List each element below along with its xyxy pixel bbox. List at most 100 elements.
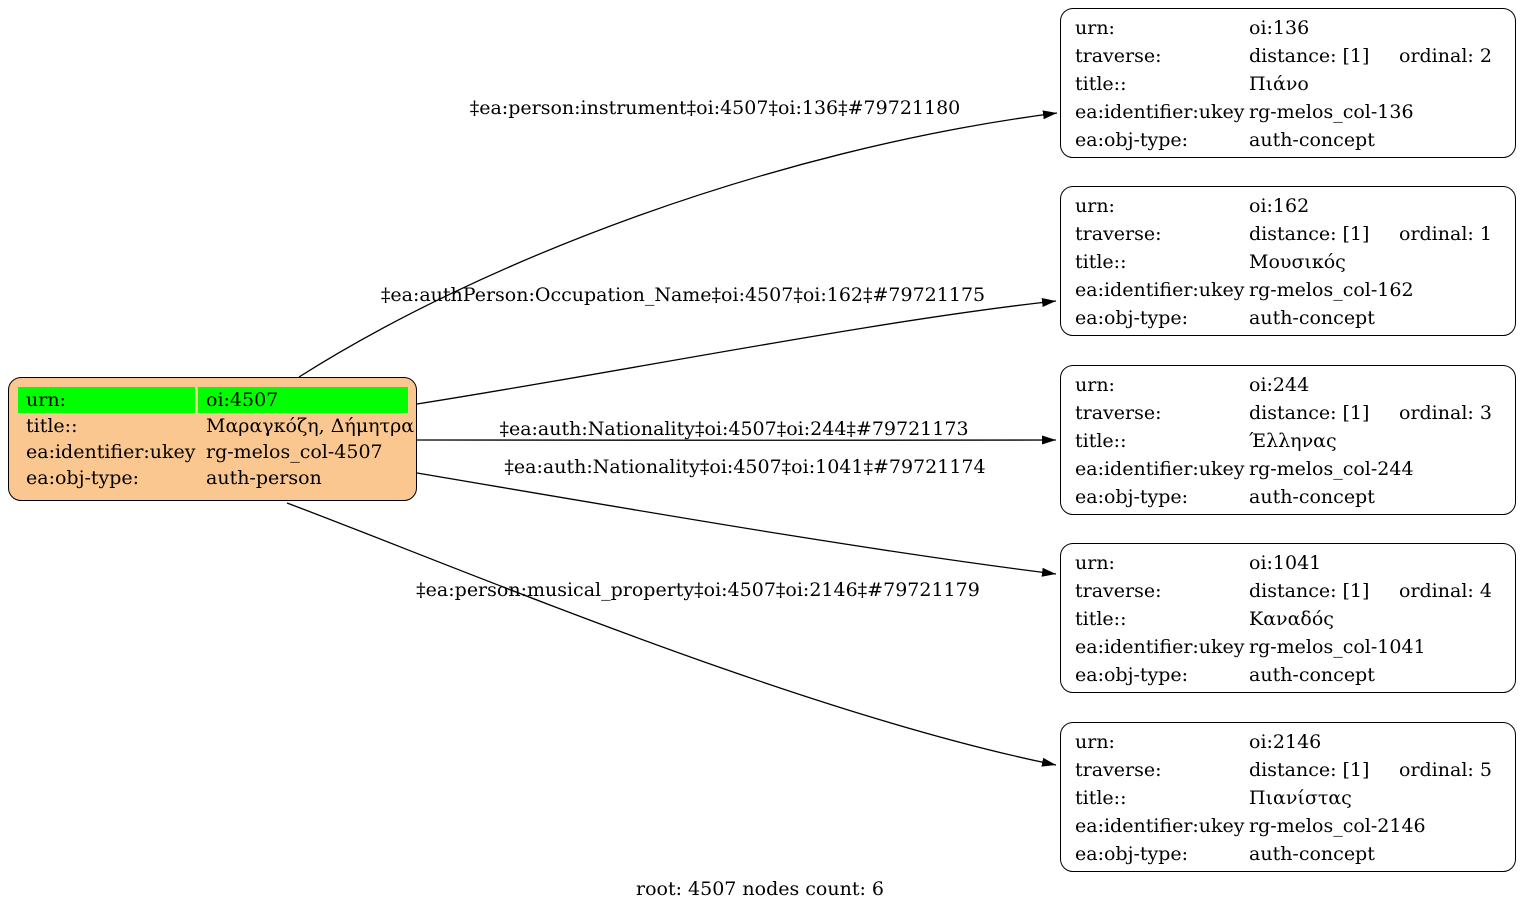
title-label: title:: [1075, 73, 1127, 95]
distance-value: distance: [1] [1249, 402, 1370, 424]
row-ukey: ea:identifier:ukey rg-melos_col-136 [1075, 98, 1507, 126]
edge-label-nationality-2: ‡ea:auth:Nationality‡oi:4507‡oi:1041‡#79… [504, 456, 986, 478]
root-objtype-value: auth-person [206, 467, 322, 489]
row-ukey: ea:identifier:ukey rg-melos_col-244 [1075, 455, 1507, 483]
row-urn: urn: oi:136 [1075, 14, 1507, 42]
edge-label-occupation: ‡ea:authPerson:Occupation_Name‡oi:4507‡o… [380, 284, 986, 306]
edge-occupation-name [416, 298, 1057, 405]
row-objtype: ea:obj-type: auth-concept [1075, 661, 1507, 689]
objtype-label: ea:obj-type: [1075, 664, 1189, 686]
row-ukey: ea:identifier:ukey rg-melos_col-2146 [1075, 812, 1507, 840]
root-row-ukey: ea:identifier:ukey rg-melos_col-4507 [18, 439, 408, 465]
ukey-value: rg-melos_col-162 [1249, 279, 1414, 301]
row-traverse: traverse: distance: [1] ordinal: 4 [1075, 577, 1507, 605]
row-ukey: ea:identifier:ukey rg-melos_col-162 [1075, 276, 1507, 304]
row-traverse: traverse: distance: [1] ordinal: 1 [1075, 220, 1507, 248]
root-node: urn: oi:4507 title:: Μαραγκόζη, Δήμητρα … [8, 377, 417, 501]
ukey-label: ea:identifier:ukey [1075, 279, 1245, 301]
row-traverse: traverse: distance: [1]ordinal: 5 [1075, 756, 1507, 784]
urn-label: urn: [1075, 195, 1115, 217]
row-objtype: ea:obj-type: auth-concept [1075, 483, 1507, 511]
traverse-label: traverse: [1075, 580, 1162, 602]
objtype-label: ea:obj-type: [1075, 129, 1189, 151]
urn-label: urn: [1075, 731, 1115, 753]
urn-value: oi:1041 [1249, 552, 1322, 574]
ukey-label: ea:identifier:ukey [1075, 636, 1245, 658]
traverse-value: distance: [1] ordinal: 2 [1249, 42, 1507, 70]
distance-value: distance: [1] [1249, 45, 1370, 67]
distance-value: distance: [1] [1249, 223, 1370, 245]
title-label: title:: [1075, 608, 1127, 630]
urn-value: oi:2146 [1249, 731, 1322, 753]
ordinal-value: ordinal: 4 [1399, 580, 1492, 602]
urn-value: oi:244 [1249, 374, 1310, 396]
root-ukey-value: rg-melos_col-4507 [206, 441, 383, 463]
traverse-value: distance: [1] ordinal: 3 [1249, 399, 1507, 427]
root-title-value: Μαραγκόζη, Δήμητρα [206, 415, 415, 437]
distance-value: distance: [1] [1249, 580, 1370, 602]
objtype-label: ea:obj-type: [1075, 486, 1189, 508]
row-urn: urn: oi:162 [1075, 192, 1507, 220]
title-value: Πιανίστας [1249, 787, 1352, 809]
traverse-label: traverse: [1075, 402, 1162, 424]
traverse-label: traverse: [1075, 45, 1162, 67]
traverse-value: distance: [1] ordinal: 4 [1249, 577, 1507, 605]
traverse-label: traverse: [1075, 223, 1162, 245]
edge-person-instrument [298, 110, 1058, 378]
root-urn-label: urn: [18, 387, 195, 413]
objtype-value: auth-concept [1249, 664, 1375, 686]
ukey-value: rg-melos_col-244 [1249, 458, 1414, 480]
concept-node-oi-2146: urn: oi:2146 traverse: distance: [1]ordi… [1060, 722, 1516, 872]
root-title-label: title:: [26, 415, 78, 437]
row-title: title:: Πιανίστας [1075, 784, 1507, 812]
urn-value: oi:162 [1249, 195, 1310, 217]
row-traverse: traverse: distance: [1] ordinal: 2 [1075, 42, 1507, 70]
edge-label-nationality-1: ‡ea:auth:Nationality‡oi:4507‡oi:244‡#797… [499, 418, 969, 440]
row-title: title:: Μουσικός [1075, 248, 1507, 276]
title-value: Έλληνας [1249, 430, 1337, 452]
objtype-value: auth-concept [1249, 486, 1375, 508]
ordinal-value: ordinal: 3 [1399, 402, 1492, 424]
title-label: title:: [1075, 251, 1127, 273]
row-title: title:: Πιάνο [1075, 70, 1507, 98]
row-title: title:: Καναδός [1075, 605, 1507, 633]
title-value: Μουσικός [1249, 251, 1346, 273]
concept-node-oi-136: urn: oi:136 traverse: distance: [1] ordin… [1060, 8, 1516, 158]
title-label: title:: [1075, 430, 1127, 452]
root-row-objtype: ea:obj-type: auth-person [18, 465, 408, 491]
urn-value: oi:136 [1249, 17, 1310, 39]
ordinal-value: ordinal: 2 [1399, 45, 1492, 67]
title-value: Πιάνο [1249, 73, 1309, 95]
ukey-value: rg-melos_col-2146 [1249, 815, 1426, 837]
ukey-value: rg-melos_col-1041 [1249, 636, 1426, 658]
title-value: Καναδός [1249, 608, 1334, 630]
row-objtype: ea:obj-type: auth-concept [1075, 304, 1507, 332]
row-traverse: traverse: distance: [1] ordinal: 3 [1075, 399, 1507, 427]
row-ukey: ea:identifier:ukey rg-melos_col-1041 [1075, 633, 1507, 661]
ordinal-value: ordinal: 1 [1399, 223, 1492, 245]
concept-node-oi-162: urn: oi:162 traverse: distance: [1] ordin… [1060, 186, 1516, 336]
title-label: title:: [1075, 787, 1127, 809]
ordinal-value: ordinal: 5 [1399, 759, 1492, 781]
row-objtype: ea:obj-type: auth-concept [1075, 840, 1507, 868]
row-title: title:: Έλληνας [1075, 427, 1507, 455]
ukey-label: ea:identifier:ukey [1075, 815, 1245, 837]
urn-label: urn: [1075, 374, 1115, 396]
traverse-value: distance: [1]ordinal: 5 [1249, 756, 1507, 784]
ukey-label: ea:identifier:ukey [1075, 101, 1245, 123]
edge-label-musical-property: ‡ea:person:musical_property‡oi:4507‡oi:2… [416, 579, 980, 601]
concept-node-oi-244: urn: oi:244 traverse: distance: [1] ordin… [1060, 365, 1516, 515]
row-objtype: ea:obj-type: auth-concept [1075, 126, 1507, 154]
edge-nationality-2 [416, 472, 1057, 577]
urn-label: urn: [1075, 17, 1115, 39]
edge-musical-property [286, 502, 1057, 767]
root-row-urn: urn: oi:4507 [18, 387, 408, 413]
root-objtype-label: ea:obj-type: [26, 467, 140, 489]
root-urn-value: oi:4507 [198, 387, 408, 413]
objtype-label: ea:obj-type: [1075, 843, 1189, 865]
graph-caption: root: 4507 nodes count: 6 [635, 878, 885, 900]
ukey-label: ea:identifier:ukey [1075, 458, 1245, 480]
root-ukey-label: ea:identifier:ukey [26, 441, 196, 463]
row-urn: urn: oi:244 [1075, 371, 1507, 399]
